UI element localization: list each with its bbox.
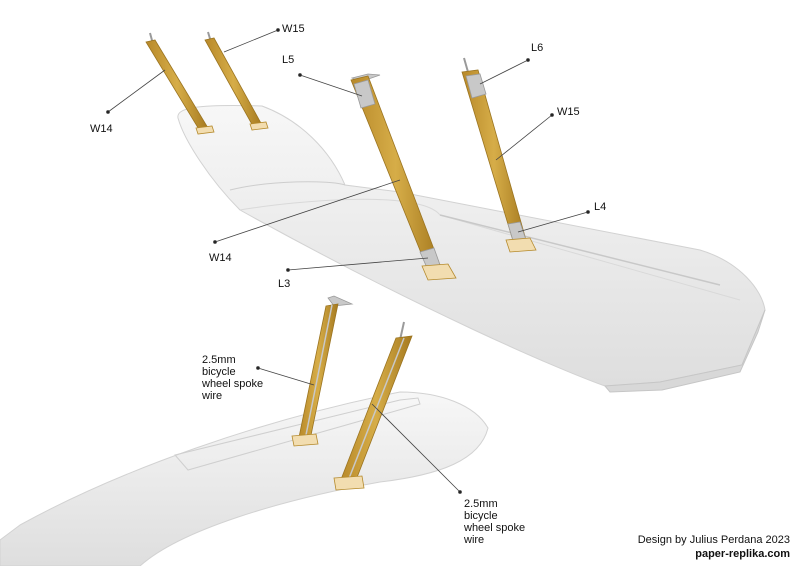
label-w15-right: W15 (557, 106, 580, 118)
credit-designer: Design by Julius Perdana 2023 (637, 534, 790, 546)
strut-w14-left (145, 32, 215, 135)
lower-strut-right (333, 321, 413, 491)
label-wire-right: 2.5mm bicycle wheel spoke wire (464, 498, 526, 546)
label-w15-top: W15 (282, 23, 305, 35)
label-l3: L3 (278, 278, 291, 290)
label-l5: L5 (282, 54, 295, 66)
label-w14-left: W14 (90, 123, 113, 135)
lower-wing (0, 391, 489, 566)
label-l6: L6 (531, 42, 544, 54)
strut-l5-l3 (350, 73, 457, 281)
label-w14-mid: W14 (209, 252, 232, 264)
credit-website: paper-replika.com (695, 548, 790, 560)
leader-lines (106, 28, 590, 494)
upper-wing (177, 105, 766, 393)
label-wire-left: 2.5mm bicycle wheel spoke wire (202, 354, 264, 402)
lower-strut-left (291, 295, 354, 447)
strut-w15-left (204, 31, 269, 131)
label-l4: L4 (594, 201, 607, 213)
strut-l6-l4 (461, 57, 537, 253)
